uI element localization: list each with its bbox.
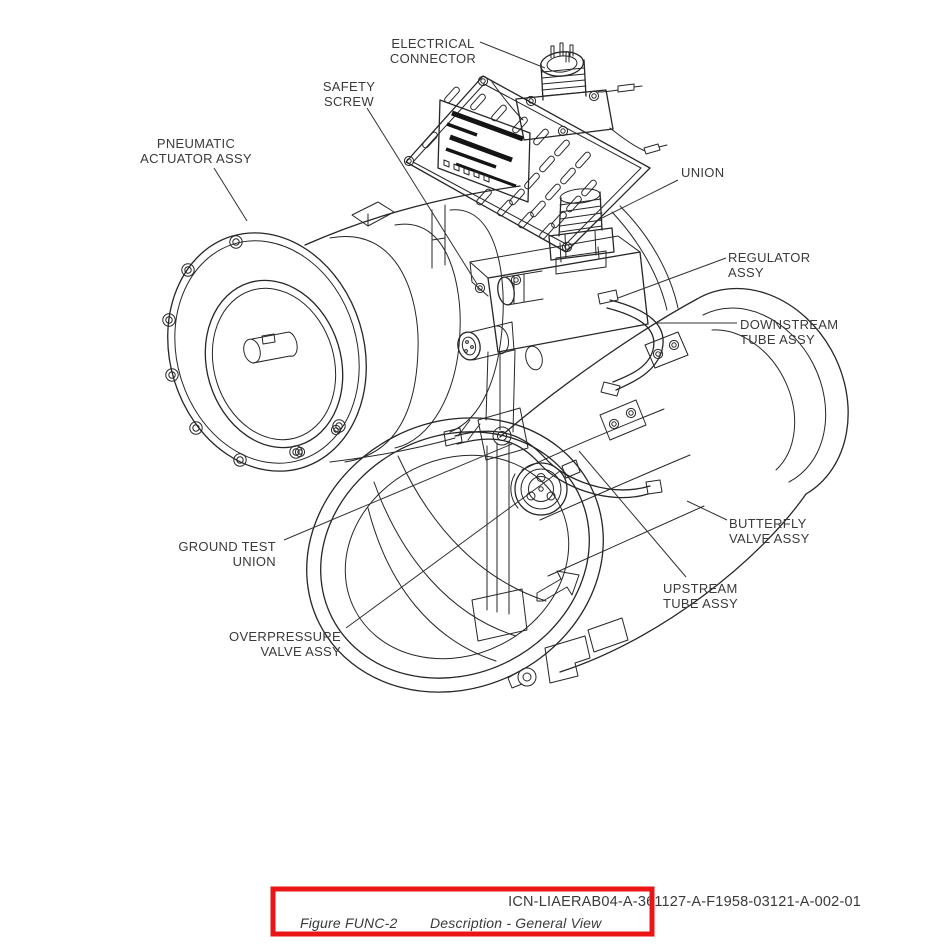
label-safety-screw-2: SCREW <box>324 94 374 109</box>
overpressure-valve-drawing <box>510 459 581 516</box>
butterfly-valve-body-drawing <box>294 205 849 693</box>
label-overpressure-valve-1: OVERPRESSURE <box>229 629 341 644</box>
leader-union <box>595 179 679 222</box>
review-highlight-box <box>270 886 655 937</box>
label-safety-screw-1: SAFETY <box>323 79 375 94</box>
regulator-drawing <box>457 188 649 516</box>
label-butterfly-valve-1: BUTTERFLY <box>729 516 807 531</box>
label-butterfly-valve-2: VALVE ASSY <box>729 531 810 546</box>
label-downstream-tube-1: DOWNSTREAM <box>740 317 838 332</box>
leader-upstream-tube <box>578 450 687 578</box>
nameplate-drawing <box>437 99 531 203</box>
label-downstream-tube-2: TUBE ASSY <box>740 332 815 347</box>
label-pneumatic-actuator-2: ACTUATOR ASSY <box>140 151 252 166</box>
callout-labels: ELECTRICAL CONNECTOR SAFETY SCREW PNEUMA… <box>140 36 838 659</box>
tube-assemblies-drawing <box>443 289 664 499</box>
figure-caption: ICN-LIAERAB04-A-361127-A-F1958-03121-A-0… <box>270 886 861 937</box>
label-upstream-tube-1: UPSTREAM <box>663 581 738 596</box>
leader-butterfly-valve <box>686 500 728 521</box>
label-pneumatic-actuator-1: PNEUMATIC <box>157 136 235 151</box>
label-regulator-1: REGULATOR <box>728 250 810 265</box>
leader-overpressure-valve <box>345 470 561 629</box>
label-ground-test-union-1: GROUND TEST <box>178 539 276 554</box>
electrical-connector-drawing <box>491 42 668 155</box>
figure-caption-title: Description - General View <box>430 915 602 931</box>
label-regulator-2: ASSY <box>728 265 764 280</box>
label-electrical-connector-2: CONNECTOR <box>390 51 476 66</box>
heat-shield-plate-drawing <box>403 75 651 253</box>
icn-identifier: ICN-LIAERAB04-A-361127-A-F1958-03121-A-0… <box>508 894 861 910</box>
label-electrical-connector-1: ELECTRICAL <box>391 36 474 51</box>
leader-pneumatic-actuator <box>213 167 248 222</box>
ground-test-union-drawing <box>457 321 515 361</box>
label-upstream-tube-2: TUBE ASSY <box>663 596 738 611</box>
leader-electrical-connector <box>479 41 546 69</box>
leader-safety-screw <box>366 107 478 285</box>
figure-caption-label: Figure FUNC-2 <box>300 915 398 931</box>
leader-ground-test-union <box>283 443 513 541</box>
label-union: UNION <box>681 165 724 180</box>
pneumatic-actuator-drawing <box>162 185 521 472</box>
label-ground-test-union-2: UNION <box>233 554 276 569</box>
label-overpressure-valve-2: VALVE ASSY <box>260 644 341 659</box>
leader-regulator <box>617 257 727 299</box>
leader-lines <box>213 41 737 629</box>
